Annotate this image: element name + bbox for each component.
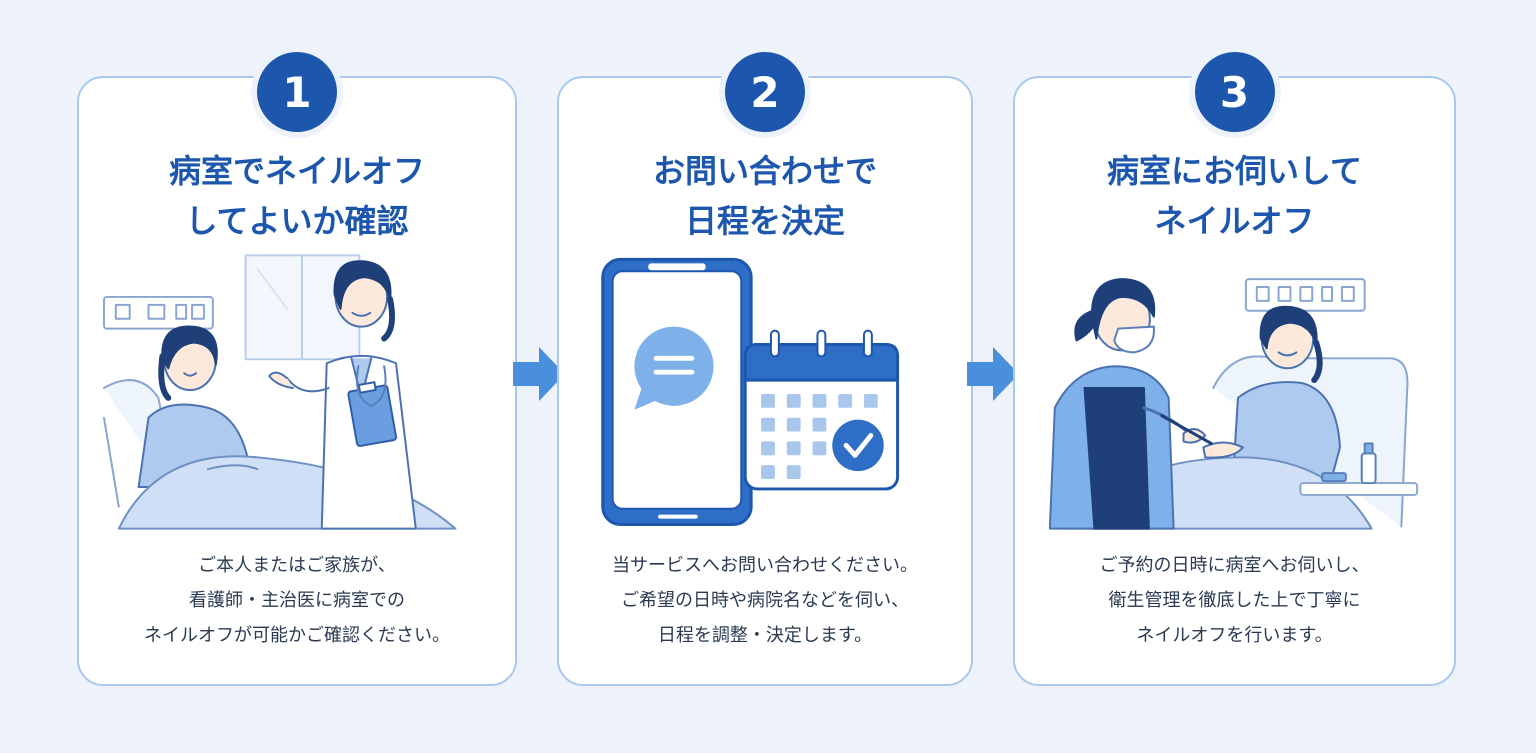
step-description-line: ご予約の日時に病室へお伺いし、: [1099, 555, 1370, 576]
step-number-badge: 1: [257, 52, 337, 132]
step-description-line: ネイルオフを行います。: [1136, 625, 1333, 646]
illustration-doctor-patient: [99, 248, 495, 530]
step-description-line: ネイルオフが可能かご確認ください。: [144, 625, 450, 646]
step-title-line: お問い合わせで: [652, 152, 877, 190]
step-title: お問い合わせで 日程を決定: [559, 146, 971, 246]
step-title: 病室にお伺いして ネイルオフ: [1015, 146, 1454, 246]
step-title-line: 病室にお伺いして: [1106, 152, 1363, 190]
step-title-line: 病室でネイルオフ: [168, 152, 425, 190]
step-description-line: 衛生管理を徹底した上で丁寧に: [1108, 590, 1361, 611]
step-card-3: 3 病室にお伺いして ネイルオフ: [1013, 52, 1456, 686]
illustration-nail-off: [1035, 248, 1434, 530]
chat-bubble-icon: [634, 326, 714, 410]
step-title-line: してよいか確認: [185, 202, 409, 240]
step-description-line: ご希望の日時や病院名などを伺い、: [621, 590, 909, 611]
calendar-icon: [743, 329, 900, 491]
step-card-1: 1 病室でネイルオフ してよいか確認: [77, 52, 517, 686]
step-description-line: ご本人またはご家族が、: [198, 555, 396, 576]
step-card-2: 2 お問い合わせで 日程を決定: [557, 52, 973, 686]
step-description: ご本人またはご家族が、 看護師・主治医に病室での ネイルオフが可能かご確認くださ…: [79, 548, 515, 653]
check-icon: [832, 419, 884, 472]
arrow-right-icon: [511, 345, 567, 403]
step-description-line: 当サービスへお問い合わせください。: [612, 555, 918, 576]
step-description-line: 日程を調整・決定します。: [657, 625, 873, 646]
step-title-line: 日程を決定: [684, 202, 845, 240]
step-description: ご予約の日時に病室へお伺いし、 衛生管理を徹底した上で丁寧に ネイルオフを行いま…: [1015, 548, 1454, 653]
step-number-badge: 3: [1194, 52, 1275, 132]
step-title-line: ネイルオフ: [1154, 202, 1315, 240]
step-title: 病室でネイルオフ してよいか確認: [79, 146, 515, 246]
step-description-line: 看護師・主治医に病室での: [189, 590, 405, 611]
arrow-right-icon: [965, 345, 1021, 403]
step-number-badge: 2: [725, 52, 805, 132]
illustration-phone-calendar: [579, 248, 951, 530]
step-description: 当サービスへお問い合わせください。 ご希望の日時や病院名などを伺い、 日程を調整…: [559, 548, 971, 653]
